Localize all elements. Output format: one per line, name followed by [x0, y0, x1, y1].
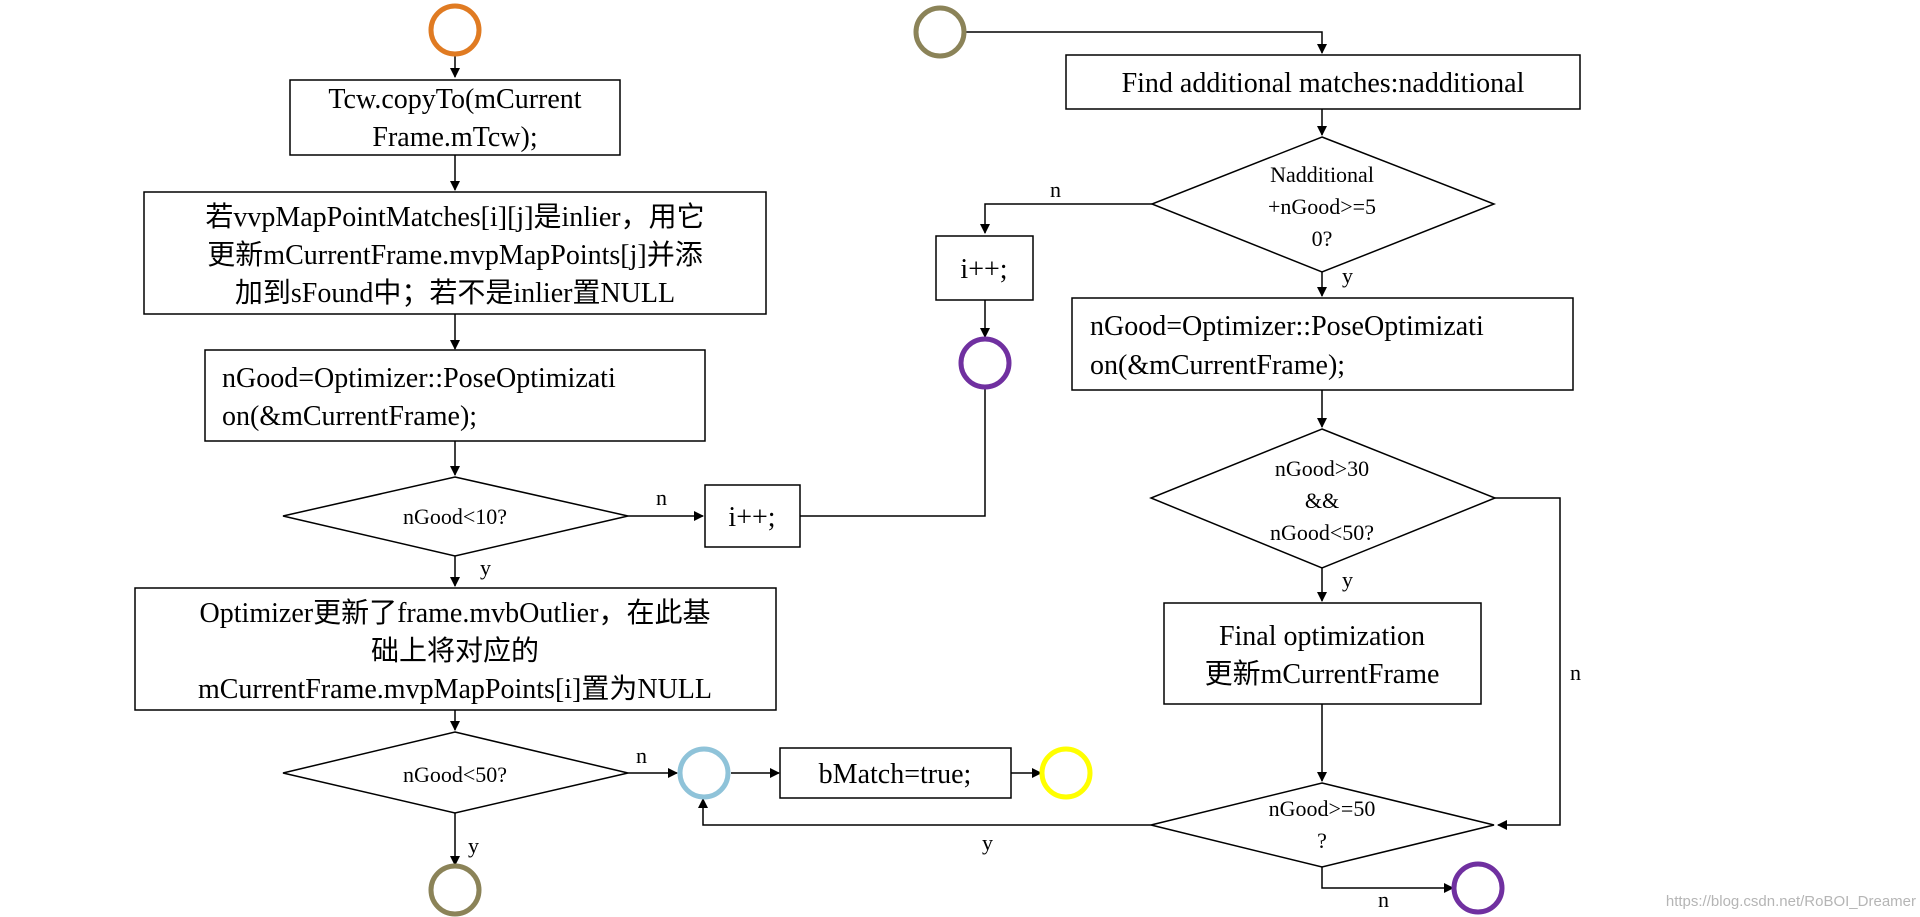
- box-find-additional: [1065, 54, 1581, 110]
- nadditional-line-2: +nGood>=5: [1268, 194, 1376, 219]
- ge50-line-2: ?: [1317, 828, 1327, 853]
- connectors: [450, 31, 1561, 893]
- pose-opt-left-line-1: nGood=Optimizer::PoseOptimizati: [222, 363, 616, 394]
- label-y-after-nadd: y: [1342, 263, 1353, 288]
- start-circle-left: [428, 3, 482, 57]
- process-boxes: [134, 54, 1581, 799]
- label-n-to-i-mid: n: [656, 485, 667, 510]
- final-opt-line-1: Final optimization: [1219, 621, 1425, 652]
- diamond-ngood-range: [1149, 428, 1498, 569]
- end-circle-bottom-purple: [1451, 861, 1505, 915]
- pose-opt-right-line-2: on(&mCurrentFrame);: [1090, 350, 1345, 381]
- label-n-to-join: n: [636, 743, 647, 768]
- lt10-text: nGood<10?: [403, 504, 507, 529]
- edge-nadd-n-to-inc: [980, 203, 1152, 234]
- edge-ge50-n-to-end: [1321, 867, 1454, 893]
- nadditional-line-3: 0?: [1312, 226, 1333, 251]
- diamond-ngood-lt-50: [282, 731, 629, 814]
- final-opt-line-2: 更新mCurrentFrame: [1205, 658, 1440, 690]
- box-pose-optimization-right: [1071, 297, 1574, 391]
- box-pose-optimization-left: [204, 349, 706, 442]
- outlier-update-line-2: 础上将对应的: [371, 635, 539, 667]
- ge50-line-1: nGood>=50: [1269, 796, 1376, 821]
- end-circle-left-olive: [428, 863, 482, 917]
- copy-tcw-line-2: Frame.mTcw);: [372, 122, 537, 153]
- update-map-points-line-2: 更新mCurrentFrame.mvpMapPoints[j]并添: [207, 239, 702, 271]
- edge-labels: n y n y n y y n y n: [468, 177, 1581, 912]
- lt50-text: nGood<50?: [403, 762, 507, 787]
- label-n-to-end-right: n: [1378, 887, 1389, 912]
- diamond-nadditional: [1149, 136, 1497, 273]
- pose-opt-left-line-2: on(&mCurrentFrame);: [222, 401, 477, 432]
- copy-tcw-line-1: Tcw.copyTo(mCurrent: [328, 84, 581, 115]
- box-outlier-update: [134, 587, 777, 711]
- range-line-3: nGood<50?: [1270, 520, 1374, 545]
- end-circle-yellow: [1039, 746, 1093, 800]
- edge-range-n-to-ge50: [1495, 497, 1561, 830]
- i-inc-top-text: i++;: [960, 254, 1007, 285]
- update-map-points-line-1: 若vvpMapPointMatches[i][j]是inlier，用它: [205, 201, 704, 233]
- edge-inc-to-end-top: [800, 372, 990, 517]
- label-y-after-range: y: [1342, 567, 1353, 592]
- join-circle-light-blue: [677, 746, 731, 800]
- label-y-to-end-left: y: [468, 833, 479, 858]
- box-labels: Tcw.copyTo(mCurrent Frame.mTcw); 若vvpMap…: [198, 68, 1525, 790]
- decision-labels: nGood<10? nGood<50? Nadditional +nGood>=…: [403, 162, 1376, 853]
- decision-diamonds: [282, 136, 1498, 868]
- diamond-ngood-ge-50: [1150, 782, 1495, 868]
- terminals: [428, 3, 1505, 917]
- update-map-points-line-3: 加到sFound中；若不是inlier置NULL: [235, 277, 675, 309]
- box-i-increment-mid: [704, 484, 801, 548]
- end-circle-top-purple: [958, 336, 1012, 390]
- start-circle-right: [913, 5, 967, 59]
- label-n-range-bypass: n: [1570, 660, 1581, 685]
- box-i-increment-top: [935, 235, 1034, 301]
- pose-opt-right-line-1: nGood=Optimizer::PoseOptimizati: [1090, 311, 1484, 342]
- nadditional-line-1: Nadditional: [1270, 162, 1374, 187]
- edge-ge50-y-to-join: [698, 798, 1151, 826]
- range-line-1: nGood>30: [1275, 456, 1369, 481]
- box-bmatch-true: [779, 747, 1012, 799]
- range-line-2: &&: [1305, 488, 1339, 513]
- label-y-after-lt10: y: [480, 555, 491, 580]
- label-y-back-to-join: y: [982, 830, 993, 855]
- watermark: https://blog.csdn.net/RoBOI_Dreamer: [1666, 893, 1916, 910]
- box-final-optimization: [1163, 602, 1482, 705]
- box-update-map-points: [143, 191, 767, 315]
- box-copy-tcw: [289, 79, 621, 156]
- label-n-to-i-top: n: [1050, 177, 1061, 202]
- diamond-ngood-lt-10: [282, 476, 629, 557]
- bmatch-text: bMatch=true;: [819, 759, 972, 790]
- find-additional-text: Find additional matches:nadditional: [1122, 68, 1525, 99]
- edge-start-right-to-find: [963, 31, 1327, 54]
- outlier-update-line-1: Optimizer更新了frame.mvbOutlier，在此基: [200, 597, 711, 629]
- outlier-update-line-3: mCurrentFrame.mvpMapPoints[i]置为NULL: [198, 673, 712, 705]
- i-inc-mid-text: i++;: [728, 502, 775, 533]
